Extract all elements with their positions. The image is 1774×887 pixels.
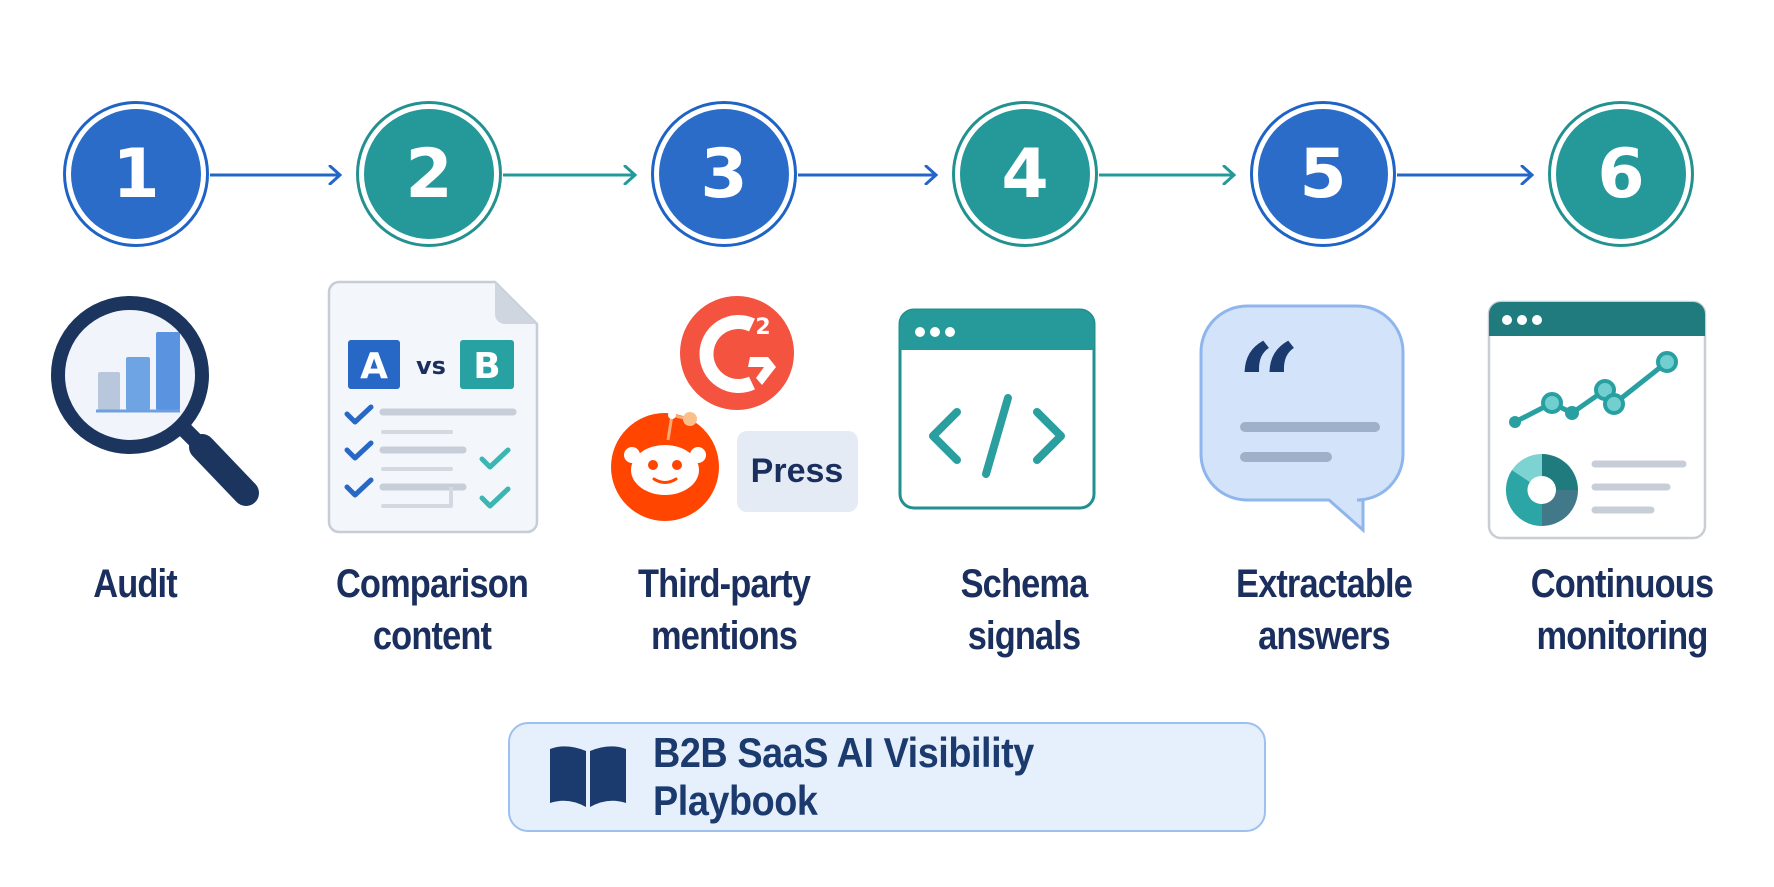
quote-bubble-icon: “ <box>1199 304 1405 534</box>
playbook-banner: B2B SaaS AI Visibility Playbook <box>508 722 1266 832</box>
step-4-number: 4 <box>960 109 1090 239</box>
step-1-number: 1 <box>71 109 201 239</box>
step-6-circle: 6 <box>1548 101 1694 247</box>
step-2-label-line1: Comparison <box>335 562 529 606</box>
compare-vs-text: vs <box>416 352 446 380</box>
step-6-label-line1: Continuous <box>1530 562 1714 606</box>
step-1-circle: 1 <box>63 101 209 247</box>
playbook-title: B2B SaaS AI Visibility Playbook <box>653 729 1035 824</box>
compare-a-box <box>348 340 400 389</box>
step-6-number: 6 <box>1556 109 1686 239</box>
third-party-logos-icon: 2 Press <box>611 296 858 521</box>
g2-logo-icon: 2 <box>680 296 794 410</box>
step-5-circle: 5 <box>1250 101 1396 247</box>
step-3-circle: 3 <box>651 101 797 247</box>
arrow-3-to-4 <box>798 165 939 185</box>
reddit-logo-icon <box>611 411 719 521</box>
compare-b-box <box>460 340 514 389</box>
step-5-label-line1: Extractable <box>1235 562 1413 606</box>
magnifier-bar-chart-icon <box>51 296 259 506</box>
step-3-label-line1: Third-party <box>637 562 811 606</box>
step-4-label-line2: signals <box>967 614 1081 658</box>
press-badge: Press <box>737 431 858 512</box>
arrow-5-to-6 <box>1397 165 1535 185</box>
step-1-label: Audit <box>23 558 247 610</box>
step-1-label-line1: Audit <box>93 562 177 606</box>
step-3-label: Third-party mentions <box>612 558 836 662</box>
step-5-number: 5 <box>1258 109 1388 239</box>
donut-chart <box>1505 453 1578 527</box>
step-2-number: 2 <box>364 109 494 239</box>
step-3-label-line2: mentions <box>650 614 798 658</box>
step-6-label: Continuous monitoring <box>1510 558 1734 662</box>
comparison-document-icon: A vs B <box>327 280 539 534</box>
g2-superscript: 2 <box>755 315 770 340</box>
step-2-circle: 2 <box>356 101 502 247</box>
step-5-label: Extractable answers <box>1212 558 1436 662</box>
step-2-label: Comparison content <box>320 558 544 662</box>
arrow-1-to-2 <box>210 165 343 185</box>
press-text: Press <box>751 452 844 490</box>
step-4-label: Schema signals <box>912 558 1136 662</box>
step-4-circle: 4 <box>952 101 1098 247</box>
step-3-number: 3 <box>659 109 789 239</box>
compare-a-text: A <box>360 346 388 387</box>
step-5-label-line2: answers <box>1258 614 1391 658</box>
arrow-2-to-3 <box>503 165 638 185</box>
step-6-label-line2: monitoring <box>1536 614 1708 658</box>
book-icon <box>550 746 626 807</box>
step-4-label-line1: Schema <box>960 562 1089 606</box>
arrow-4-to-5 <box>1099 165 1237 185</box>
compare-b-text: B <box>473 346 500 387</box>
code-window-icon <box>898 308 1096 510</box>
dashboard-window-icon <box>1487 300 1707 540</box>
step-2-label-line2: content <box>372 614 492 658</box>
